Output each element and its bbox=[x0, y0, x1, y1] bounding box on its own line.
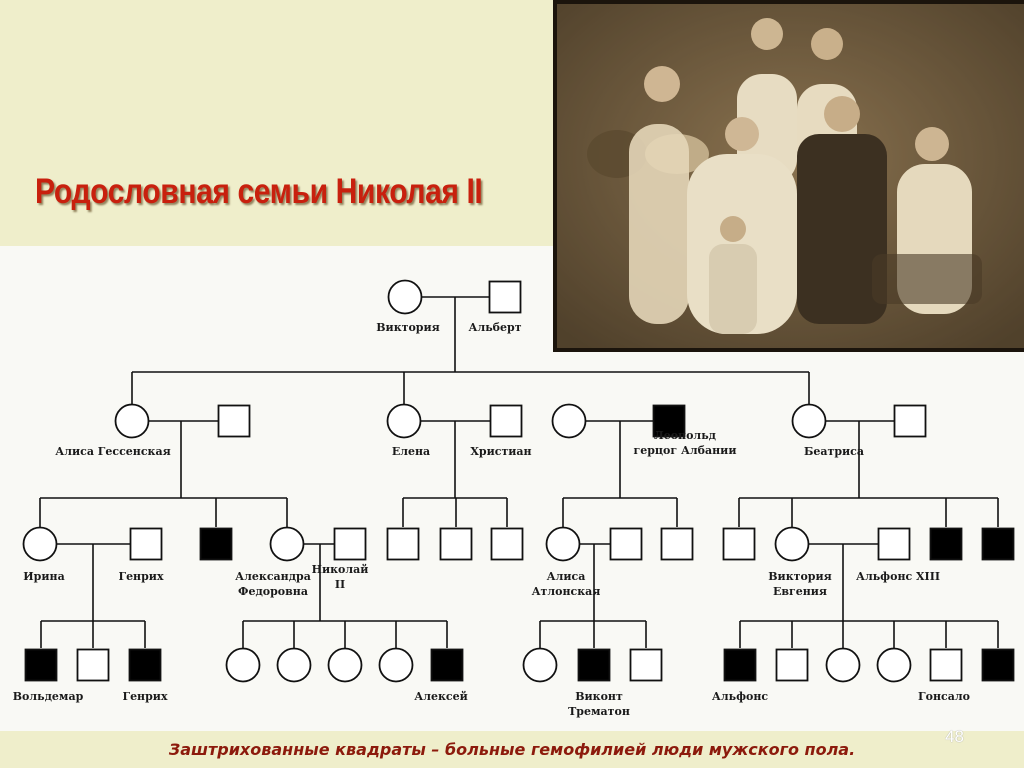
label-line: Атлонская bbox=[532, 585, 601, 598]
label-irina: Ирина bbox=[23, 570, 64, 583]
female-symbol-alisa-gessenskaya bbox=[114, 403, 150, 439]
label-line: герцог Албании bbox=[633, 444, 736, 457]
affected-male-symbol-aleksei bbox=[430, 648, 464, 682]
label-genrikh-jr: Генрих bbox=[122, 690, 167, 703]
male-symbol-beatrisa-son-1 bbox=[722, 527, 756, 561]
label-line: Трематон bbox=[568, 705, 630, 718]
label-alisa-gessenskaya: Алиса Гессенская bbox=[55, 445, 170, 458]
label-alfons-xiii: Альфонс XIII bbox=[856, 570, 940, 583]
label-voldemar: Вольдемар bbox=[13, 690, 84, 703]
label-genrikh: Генрих bbox=[118, 570, 163, 583]
male-symbol-albert bbox=[488, 280, 522, 314]
label-line: Виктория bbox=[768, 570, 832, 583]
affected-male-symbol-beatrisa-son-3 bbox=[981, 527, 1015, 561]
label-beatrisa: Беатриса bbox=[804, 445, 864, 458]
slide-title: Родословная семьи Николая II bbox=[35, 172, 483, 211]
footer-note: Заштрихованные квадраты – больные гемофи… bbox=[168, 740, 856, 759]
female-symbol-atlon-daughter bbox=[522, 647, 558, 683]
label-line: Федоровна bbox=[238, 585, 308, 598]
affected-male-symbol-vikont-trematon bbox=[577, 648, 611, 682]
male-symbol-genrikh bbox=[129, 527, 163, 561]
family-photo bbox=[557, 4, 1024, 348]
label-leopold: Леопольд герцог Албании bbox=[633, 429, 736, 457]
affected-male-symbol-leopold bbox=[652, 404, 686, 438]
family-photo-frame bbox=[553, 0, 1024, 352]
label-line: II bbox=[335, 578, 345, 591]
female-symbol-daughter-4 bbox=[378, 647, 414, 683]
male-symbol-beatrisa-spouse bbox=[893, 404, 927, 438]
male-symbol-alfons-xiii bbox=[877, 527, 911, 561]
label-line: Леопольд bbox=[654, 429, 716, 442]
label-alfons: Альфонс bbox=[712, 690, 768, 703]
female-symbol-alisa-atlonskaya bbox=[545, 526, 581, 562]
female-symbol-elena bbox=[386, 403, 422, 439]
pedigree-lines bbox=[39, 296, 999, 648]
male-symbol-alisa-atlonskaya-spouse bbox=[609, 527, 643, 561]
female-symbol-beatrisa bbox=[791, 403, 827, 439]
footer-band bbox=[0, 731, 1024, 768]
male-symbol-spain-son-3 bbox=[929, 648, 963, 682]
pedigree-symbols bbox=[22, 279, 1015, 683]
label-elena: Елена bbox=[392, 445, 430, 458]
male-symbol-khristian bbox=[489, 404, 523, 438]
male-symbol-nikolai bbox=[333, 527, 367, 561]
label-line: Алиса bbox=[547, 570, 586, 583]
female-symbol-viktoria-evgeniya bbox=[774, 526, 810, 562]
affected-male-symbol-voldemar bbox=[24, 648, 58, 682]
male-symbol-elena-son-2 bbox=[439, 527, 473, 561]
label-gonsalo: Гонсало bbox=[918, 690, 970, 703]
label-line: Виконт bbox=[575, 690, 623, 703]
label-khristian: Христиан bbox=[470, 445, 531, 458]
male-symbol-alisa-spouse bbox=[217, 404, 251, 438]
affected-male-symbol-gonsalo bbox=[981, 648, 1015, 682]
male-symbol-elena-son-1 bbox=[386, 527, 420, 561]
label-line: Александра bbox=[235, 570, 311, 583]
female-symbol-daughter-1 bbox=[225, 647, 261, 683]
female-symbol-daughter-3 bbox=[327, 647, 363, 683]
label-viktoria: Виктория bbox=[376, 321, 440, 334]
male-symbol-atlon-son-2 bbox=[629, 648, 663, 682]
male-symbol-spain-son-2 bbox=[775, 648, 809, 682]
label-albert: Альберт bbox=[468, 321, 521, 334]
female-symbol-daughter-2 bbox=[276, 647, 312, 683]
affected-male-symbol-genrikh-jr bbox=[128, 648, 162, 682]
slide-number: 48 bbox=[945, 727, 964, 746]
affected-male-symbol-beatrisa-son-2 bbox=[929, 527, 963, 561]
female-symbol-viktoria bbox=[387, 279, 423, 315]
affected-male-symbol-alfons bbox=[723, 648, 757, 682]
female-symbol-irina bbox=[22, 526, 58, 562]
female-symbol-spain-daughter-1 bbox=[825, 647, 861, 683]
female-symbol-spain-daughter-2 bbox=[876, 647, 912, 683]
label-aleksei: Алексей bbox=[414, 690, 468, 703]
male-symbol-elena-son-3 bbox=[490, 527, 524, 561]
label-line: Николай bbox=[312, 563, 369, 576]
female-symbol-aleksandra bbox=[269, 526, 305, 562]
male-symbol-irina-son-2 bbox=[76, 648, 110, 682]
label-line: Евгения bbox=[773, 585, 827, 598]
female-symbol-leopold-spouse bbox=[551, 403, 587, 439]
affected-male-symbol-alisa-son-affected bbox=[199, 527, 233, 561]
male-symbol-leopold-son bbox=[660, 527, 694, 561]
